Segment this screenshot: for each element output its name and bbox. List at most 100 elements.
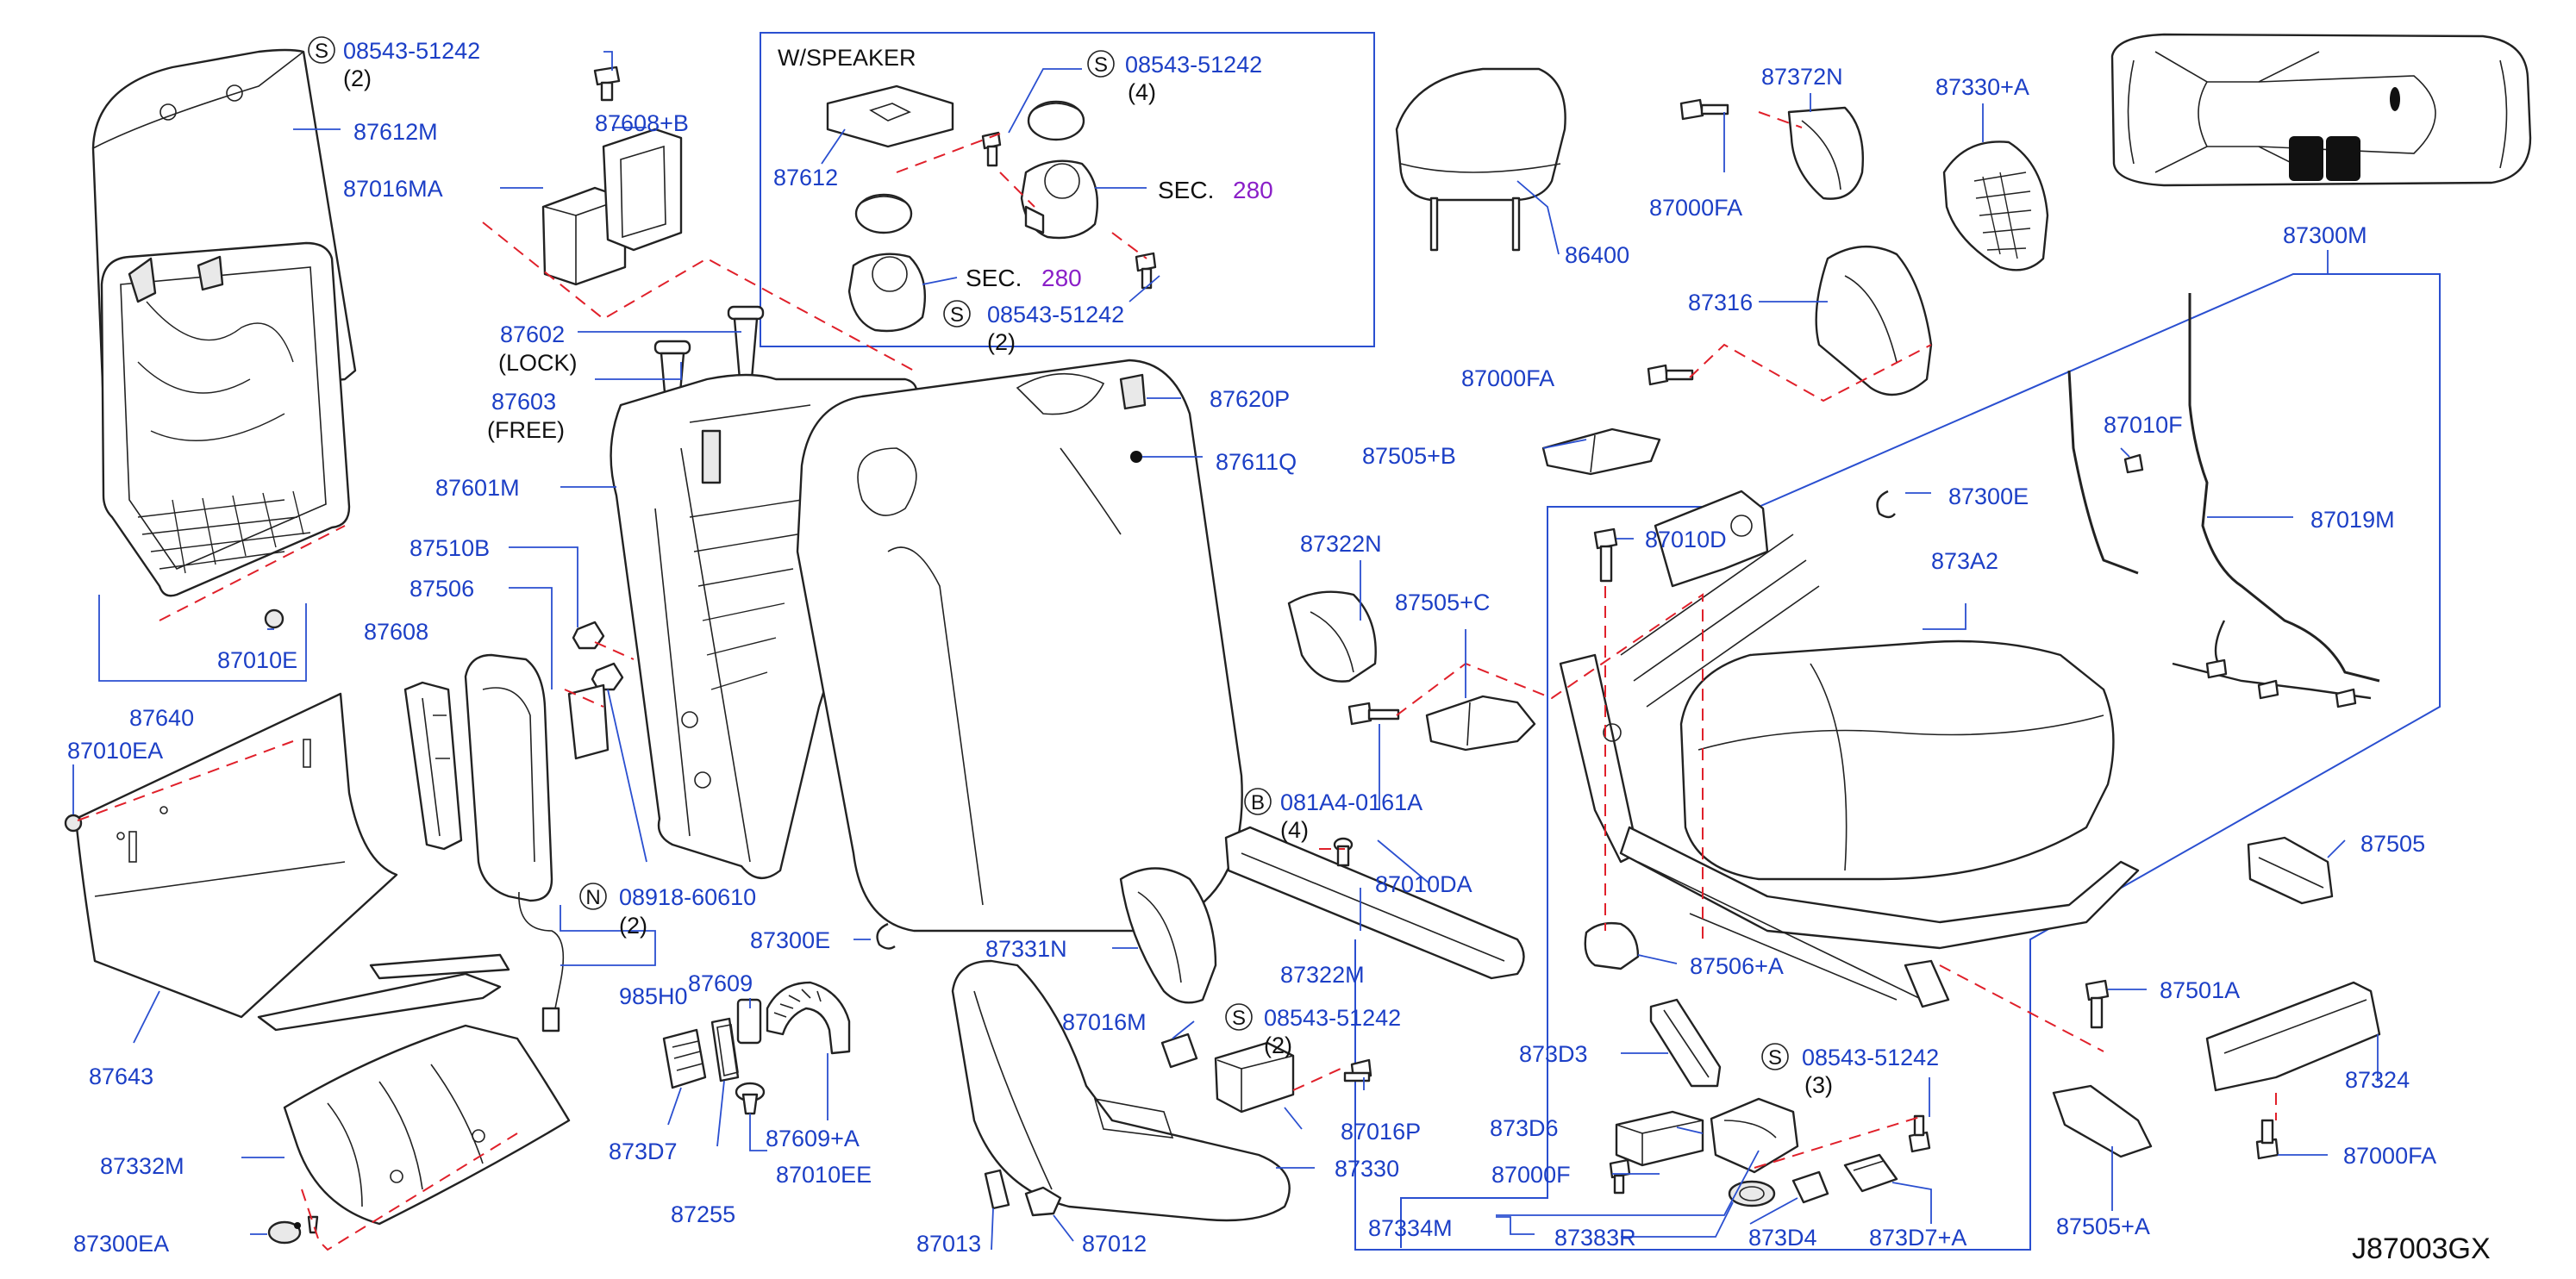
- label-87608B: 87608+B: [595, 110, 689, 136]
- screw-top-08543: [593, 66, 621, 102]
- label-873D6: 873D6: [1490, 1115, 1559, 1141]
- svg-text:B: B: [1251, 791, 1265, 814]
- switch-873D7A: [1843, 1153, 1898, 1193]
- screw-speaker-1: [981, 131, 1002, 167]
- label-87383R: 87383R: [1554, 1225, 1636, 1251]
- label-87300E-right: 87300E: [1948, 484, 2029, 509]
- badge-n: N: [579, 883, 607, 910]
- knob-87608B: [602, 128, 683, 252]
- cover-87505B: [1541, 427, 1661, 476]
- clip-87300E-right: [1876, 490, 1896, 519]
- sec-number-1: 280: [1233, 177, 1273, 203]
- bracket-87506: [567, 683, 610, 760]
- svg-text:S: S: [315, 40, 328, 63]
- clip-87010E: [264, 608, 284, 629]
- bolt-081A4: [1347, 702, 1400, 726]
- label-qty-spk1: (4): [1128, 79, 1156, 105]
- label-87505A: 87505+A: [2056, 1213, 2150, 1239]
- bolt-87000F: [1609, 1158, 1631, 1195]
- bolt-87010DA: [1333, 837, 1354, 867]
- svg-text:S: S: [1094, 53, 1108, 77]
- control-unit-873D6: [1710, 1097, 1799, 1174]
- label-87334M: 87334M: [1368, 1215, 1453, 1241]
- screw-08543-mid: [1343, 1058, 1372, 1082]
- badge-s-top: S: [308, 36, 335, 64]
- seat-back-trim-87620P: [796, 359, 1243, 933]
- bolt-87501A: [2085, 979, 2110, 1029]
- speaker-873D4: [1728, 1170, 1829, 1207]
- label-87510B: 87510B: [410, 535, 490, 561]
- label-08543-spk2: 08543-51242: [987, 302, 1124, 328]
- label-87322N: 87322N: [1300, 531, 1382, 557]
- label-qty-top: (2): [343, 66, 372, 91]
- badge-b: B: [1244, 788, 1272, 815]
- label-87601M: 87601M: [435, 475, 520, 501]
- dashed-guides: [77, 111, 2277, 1251]
- label-873D4: 873D4: [1748, 1225, 1817, 1251]
- switch-87016M: [1160, 1033, 1198, 1069]
- svg-text:N: N: [585, 886, 600, 909]
- clip-87300EA: [267, 1215, 319, 1245]
- pad-873D3: [1649, 998, 1722, 1088]
- clip-87010F: [2123, 453, 2144, 474]
- badge-s-bot: S: [1761, 1043, 1789, 1070]
- bolt-87000FA-3: [2255, 1119, 2279, 1160]
- label-87255: 87255: [671, 1201, 735, 1227]
- wire-harness-87019M: [2067, 293, 2380, 708]
- label-873D7A: 873D7+A: [1869, 1225, 1966, 1251]
- cover-87505: [2247, 836, 2334, 905]
- label-87643: 87643: [89, 1064, 153, 1089]
- clip-87300E-left: [876, 922, 896, 950]
- label-87016MA: 87016MA: [343, 176, 443, 202]
- cover-87331N: [1119, 867, 1217, 1004]
- label-87372N: 87372N: [1761, 64, 1843, 90]
- sec-number-2: 280: [1041, 265, 1082, 291]
- bolt-87000FA-1: [1679, 98, 1729, 121]
- lumbar-hose-87609A: [766, 981, 851, 1055]
- label-87612: 87612: [773, 165, 838, 190]
- speaker-unit-right: [1020, 159, 1098, 240]
- label-87332M: 87332M: [100, 1153, 184, 1179]
- label-87331N: 87331N: [985, 936, 1067, 962]
- cover-87330A: [1942, 140, 2049, 271]
- label-87603: 87603: [491, 389, 556, 415]
- label-87010E: 87010E: [217, 647, 297, 673]
- label-87322M: 87322M: [1280, 962, 1365, 988]
- label-qty-mid: (2): [1264, 1033, 1292, 1058]
- label-87609A: 87609+A: [766, 1126, 860, 1151]
- label-qty-bot: (3): [1804, 1072, 1833, 1098]
- seat-cushion-873A2: [1679, 640, 2115, 881]
- headrest-86400: [1395, 67, 1566, 252]
- label-87000F: 87000F: [1491, 1162, 1571, 1188]
- speaker-box-title: W/SPEAKER: [778, 45, 916, 71]
- label-87010DA: 87010DA: [1375, 871, 1472, 897]
- cover-87505A: [2052, 1084, 2153, 1158]
- label-87506A: 87506+A: [1690, 953, 1784, 979]
- label-87010D: 87010D: [1645, 527, 1727, 552]
- seat-cushion-group-frame: [1354, 273, 2441, 1251]
- svg-text:S: S: [1768, 1046, 1782, 1070]
- label-87300E-left: 87300E: [750, 927, 830, 953]
- finisher-87324: [2205, 981, 2381, 1092]
- cover-87322M: [1224, 826, 1525, 980]
- label-qty-n: (2): [619, 913, 647, 939]
- label-08543-spk1: 08543-51242: [1125, 52, 1262, 78]
- speaker-option-box: [760, 32, 1375, 347]
- clip-87010EA: [64, 814, 83, 833]
- svg-text:S: S: [950, 303, 964, 327]
- label-081A4: 081A4-0161A: [1280, 789, 1422, 815]
- label-87620P: 87620P: [1210, 386, 1290, 412]
- label-873A2: 873A2: [1931, 548, 1998, 574]
- seat-back-cover-87643: [74, 692, 510, 1032]
- pump-87609: [736, 998, 762, 1045]
- label-08543-top: 08543-51242: [343, 38, 480, 64]
- speaker-grille-upper: [1027, 100, 1085, 141]
- label-87506: 87506: [410, 576, 474, 602]
- label-87016P: 87016P: [1341, 1119, 1421, 1145]
- label-86400: 86400: [1565, 242, 1629, 268]
- cover-87316: [1815, 246, 1933, 396]
- label-87608: 87608: [364, 619, 428, 645]
- badge-s-spk2: S: [943, 300, 971, 328]
- label-87300EA: 87300EA: [73, 1231, 169, 1257]
